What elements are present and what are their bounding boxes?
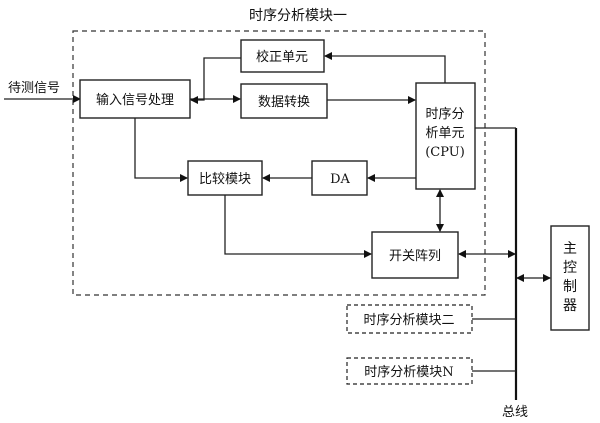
cpu-unit-box (415, 82, 476, 190)
arrow-input-to-compare (134, 118, 188, 182)
module-n-box (346, 357, 473, 385)
arrow-calibration-to-input (190, 57, 241, 104)
input-signal-label: 待测信号 (8, 81, 60, 96)
input-processing-label: 输入信号处理 (96, 92, 174, 108)
module2-box (346, 304, 473, 334)
da-box (311, 160, 368, 196)
switch-array-label: 开关阵列 (389, 249, 441, 264)
arrow-cpu-to-calibration (324, 52, 446, 83)
da-label: DA (330, 172, 350, 187)
data-conversion-box (240, 83, 328, 119)
main-controller-char-1: 主 (563, 241, 577, 257)
main-controller-box (550, 225, 590, 331)
module-n-label: 时序分析模块N (364, 365, 453, 380)
cpu-unit-line3: (CPU) (425, 145, 465, 160)
module1-title: 时序分析模块一 (249, 8, 347, 24)
module2-label: 时序分析模块二 (363, 313, 454, 328)
cpu-unit-line1: 时序分 (425, 107, 464, 122)
calibration-unit-label: 校正单元 (256, 49, 308, 65)
data-conversion-label: 数据转换 (258, 95, 310, 110)
main-controller-char-2: 控 (563, 260, 577, 276)
main-controller-char-4: 器 (563, 298, 577, 314)
compare-module-label: 比较模块 (199, 172, 251, 187)
main-controller-char-3: 制 (563, 279, 577, 295)
arrow-compare-to-switch (224, 195, 372, 258)
cpu-unit-line2: 析单元 (425, 126, 464, 141)
bus-label: 总线 (502, 405, 528, 420)
switch-array-box (371, 231, 459, 279)
module1-frame (72, 30, 486, 296)
